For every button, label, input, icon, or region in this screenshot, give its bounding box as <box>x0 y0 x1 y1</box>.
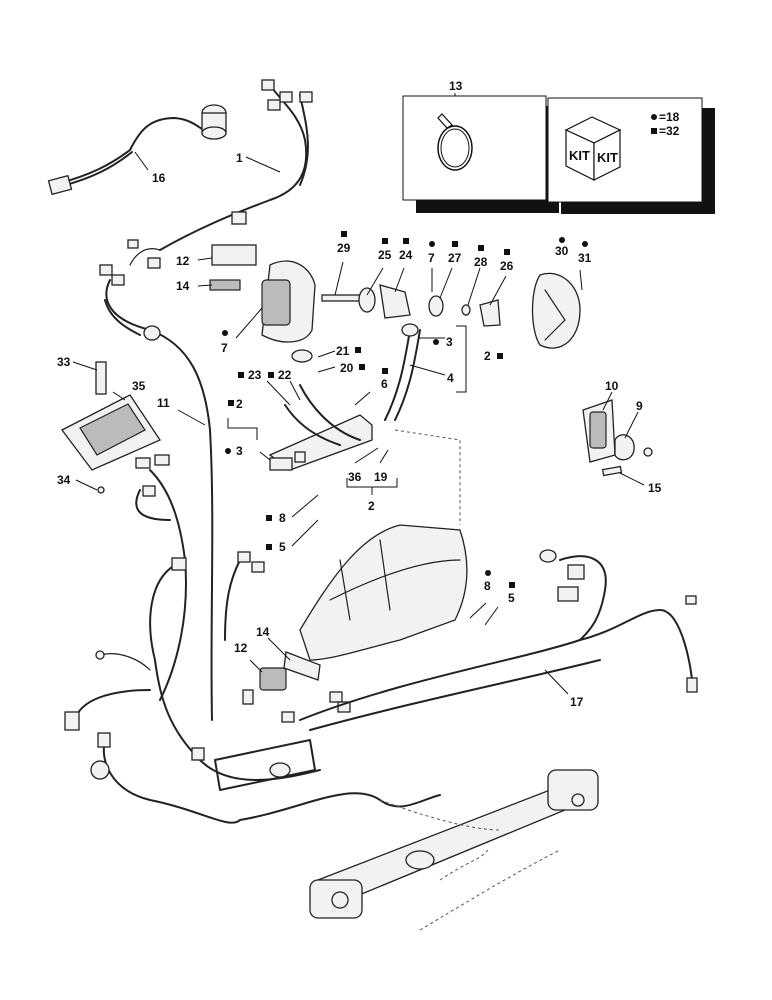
harness-17 <box>239 549 698 821</box>
callout-15: 15 <box>648 481 662 495</box>
callout-5: 5 <box>279 540 286 554</box>
callout-12-b: 12 <box>234 641 248 655</box>
callout-8: 8 <box>279 511 286 525</box>
callout-5-b: 5 <box>508 591 515 605</box>
callout-13: 13 <box>449 79 463 93</box>
callout-23: 23 <box>248 368 262 382</box>
callout-16: 16 <box>152 171 166 185</box>
part-13-box: 13 <box>402 79 559 213</box>
mount-hardware <box>321 284 501 421</box>
legend-square-key: =32 <box>659 124 680 138</box>
callout-1: 1 <box>236 151 243 165</box>
callout-3: 3 <box>446 335 453 349</box>
callout-22: 22 <box>278 368 292 382</box>
callout-27: 27 <box>448 251 462 265</box>
callout-4: 4 <box>447 371 454 385</box>
callout-36: 36 <box>348 470 362 484</box>
callout-2-c: 2 <box>368 499 375 513</box>
callout-12: 12 <box>176 254 190 268</box>
display-monitor <box>209 244 316 343</box>
kit-legend-box: KIT KIT =18 =32 <box>547 97 715 214</box>
callout-34: 34 <box>57 473 71 487</box>
hose-clamp-icon <box>437 113 473 171</box>
kit-cube-icon: KIT KIT <box>564 116 622 181</box>
callout-8-b: 8 <box>484 579 491 593</box>
bracket-assembly <box>268 349 373 471</box>
callout-29: 29 <box>337 241 351 255</box>
kit-label-right: KIT <box>597 150 618 165</box>
round-connector <box>201 104 227 140</box>
callout-26: 26 <box>500 259 514 273</box>
callout-11: 11 <box>157 396 170 410</box>
leader-lines <box>72 151 645 695</box>
callout-14: 14 <box>176 279 190 293</box>
harness-11 <box>99 264 214 721</box>
controller-35 <box>61 361 161 494</box>
callout-14-b: 14 <box>256 625 270 639</box>
callout-20: 20 <box>340 361 354 375</box>
callout-24: 24 <box>399 248 413 262</box>
callout-31: 31 <box>578 251 592 265</box>
callout-10: 10 <box>605 379 619 393</box>
callout-2: 2 <box>484 349 491 363</box>
callout-30: 30 <box>555 244 569 258</box>
callout-9: 9 <box>636 399 643 413</box>
callout-35: 35 <box>132 379 146 393</box>
callout-28: 28 <box>474 255 488 269</box>
lower-harness <box>64 551 351 824</box>
callout-7-b: 7 <box>428 251 435 265</box>
harness-16 <box>47 104 227 196</box>
callout-7: 7 <box>221 341 228 355</box>
callout-33: 33 <box>57 355 71 369</box>
hydraulic-cylinder <box>309 769 599 931</box>
callout-labels: 1 16 12 14 7 29 25 24 7 27 28 26 30 31 3… <box>57 151 662 709</box>
callout-17: 17 <box>570 695 584 709</box>
callout-19: 19 <box>374 470 388 484</box>
callout-25: 25 <box>378 248 392 262</box>
pump-assembly <box>582 399 653 477</box>
harness-1 <box>127 79 313 269</box>
callout-6: 6 <box>381 377 388 391</box>
legend-circle-key: =18 <box>659 110 680 124</box>
tray-assembly <box>299 429 468 661</box>
cover-30 <box>531 272 581 349</box>
callout-3-b: 3 <box>236 444 243 458</box>
callout-2-b: 2 <box>236 397 243 411</box>
callout-21: 21 <box>336 344 350 358</box>
kit-label-left: KIT <box>569 148 590 163</box>
